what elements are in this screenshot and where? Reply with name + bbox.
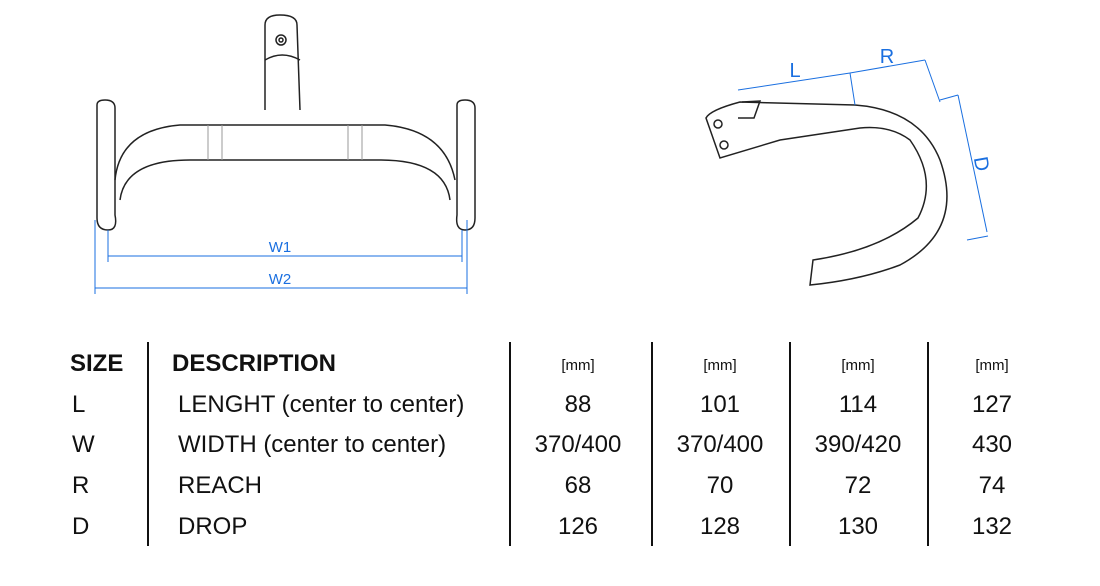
row-value: 114 bbox=[838, 391, 878, 418]
row-value: 74 bbox=[978, 472, 1006, 499]
row-value: 72 bbox=[844, 472, 872, 499]
side-dimensions bbox=[737, 59, 989, 241]
d-label: D bbox=[969, 155, 993, 173]
r-label: R bbox=[880, 46, 894, 68]
column-divider bbox=[927, 342, 929, 546]
row-value: 68 bbox=[564, 472, 592, 499]
column-divider bbox=[651, 342, 653, 546]
column-divider bbox=[789, 342, 791, 546]
header-unit: [mm] bbox=[703, 357, 737, 374]
row-value: 128 bbox=[699, 513, 741, 540]
l-label: L bbox=[789, 60, 800, 82]
row-size: D bbox=[72, 513, 90, 540]
side-view-drawing bbox=[705, 100, 948, 286]
column-divider bbox=[147, 342, 149, 546]
handlebar-diagram: W1 W2 L R D bbox=[94, 14, 993, 294]
row-description: LENGHT (center to center) bbox=[178, 391, 465, 418]
front-view-drawing bbox=[96, 14, 476, 231]
row-value: 370/400 bbox=[534, 431, 622, 458]
row-value: 101 bbox=[699, 391, 741, 418]
w2-label: W2 bbox=[269, 271, 292, 288]
header-unit: [mm] bbox=[561, 357, 595, 374]
row-value: 126 bbox=[557, 513, 599, 540]
row-size: L bbox=[72, 391, 86, 418]
row-value: 130 bbox=[837, 513, 879, 540]
row-size: W bbox=[72, 431, 95, 458]
row-size: R bbox=[72, 472, 90, 499]
row-value: 127 bbox=[971, 391, 1013, 418]
column-divider bbox=[509, 342, 511, 546]
row-value: 370/400 bbox=[676, 431, 764, 458]
row-description: DROP bbox=[178, 513, 248, 540]
header-description: DESCRIPTION bbox=[172, 350, 337, 377]
row-value: 132 bbox=[971, 513, 1013, 540]
header-size: SIZE bbox=[70, 350, 124, 377]
header-unit: [mm] bbox=[975, 357, 1009, 374]
header-unit: [mm] bbox=[841, 357, 875, 374]
row-value: 88 bbox=[564, 391, 592, 418]
row-value: 390/420 bbox=[814, 431, 902, 458]
front-dimensions bbox=[94, 220, 468, 294]
row-description: REACH bbox=[178, 472, 263, 499]
row-description: WIDTH (center to center) bbox=[178, 431, 447, 458]
row-value: 70 bbox=[706, 472, 734, 499]
w1-label: W1 bbox=[269, 239, 292, 256]
row-value: 430 bbox=[971, 431, 1013, 458]
